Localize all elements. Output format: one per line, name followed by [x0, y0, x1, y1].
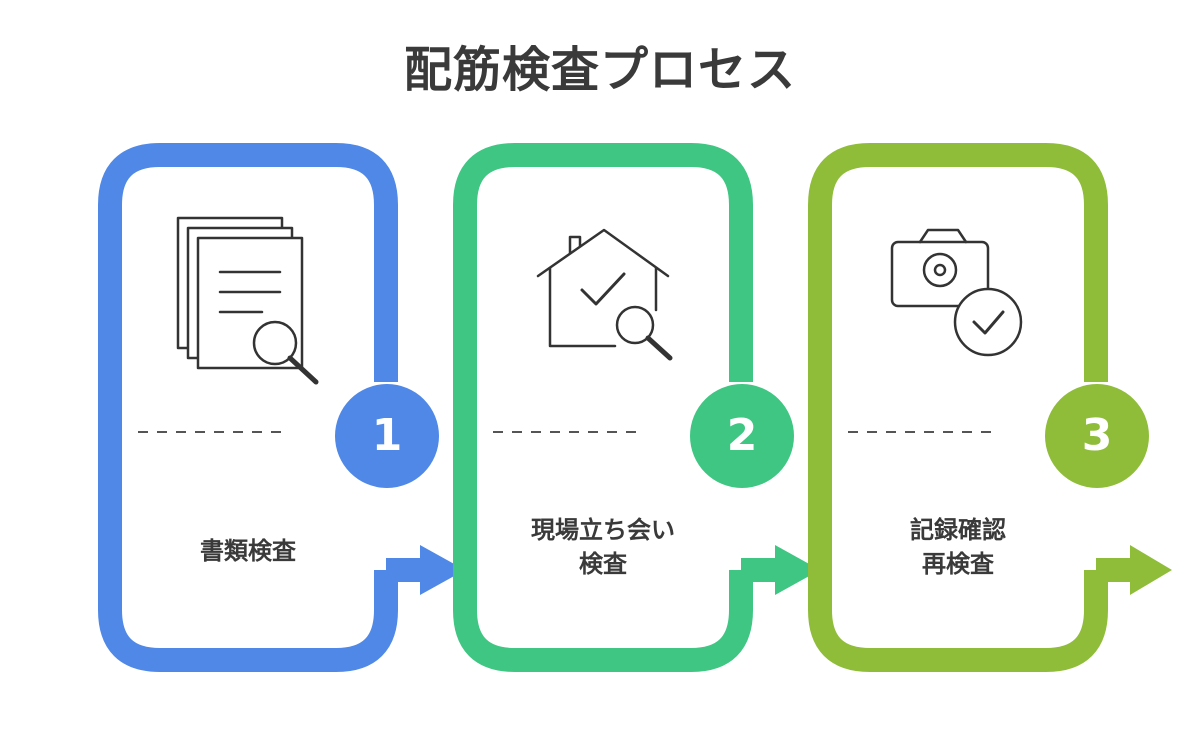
step-1-number: 1: [371, 410, 403, 461]
step-2-frame: [453, 143, 775, 672]
step-3-label: 記録確認 再検査: [910, 516, 1006, 578]
step-3-frame: [808, 143, 1130, 672]
camera-check-icon: [890, 228, 1023, 357]
house-check-magnifier-icon: [536, 228, 673, 361]
step-2-label: 現場立ち会い 検査: [531, 516, 675, 578]
step-1-arrow: [420, 545, 465, 595]
step-3-number: 3: [1081, 410, 1113, 461]
step-1-badge: [335, 384, 439, 488]
step-2-arrow: [775, 545, 820, 595]
page-title: 配筋検査プロセス: [403, 42, 796, 98]
step-1-label: 書類検査: [200, 537, 296, 565]
step-2-number: 2: [726, 410, 758, 461]
documents-magnifier-icon: [176, 216, 319, 385]
step-1-frame: [98, 143, 420, 672]
step-3-arrow: [1130, 545, 1172, 595]
step-2-badge: [690, 384, 794, 488]
step-3-badge: [1045, 384, 1149, 488]
